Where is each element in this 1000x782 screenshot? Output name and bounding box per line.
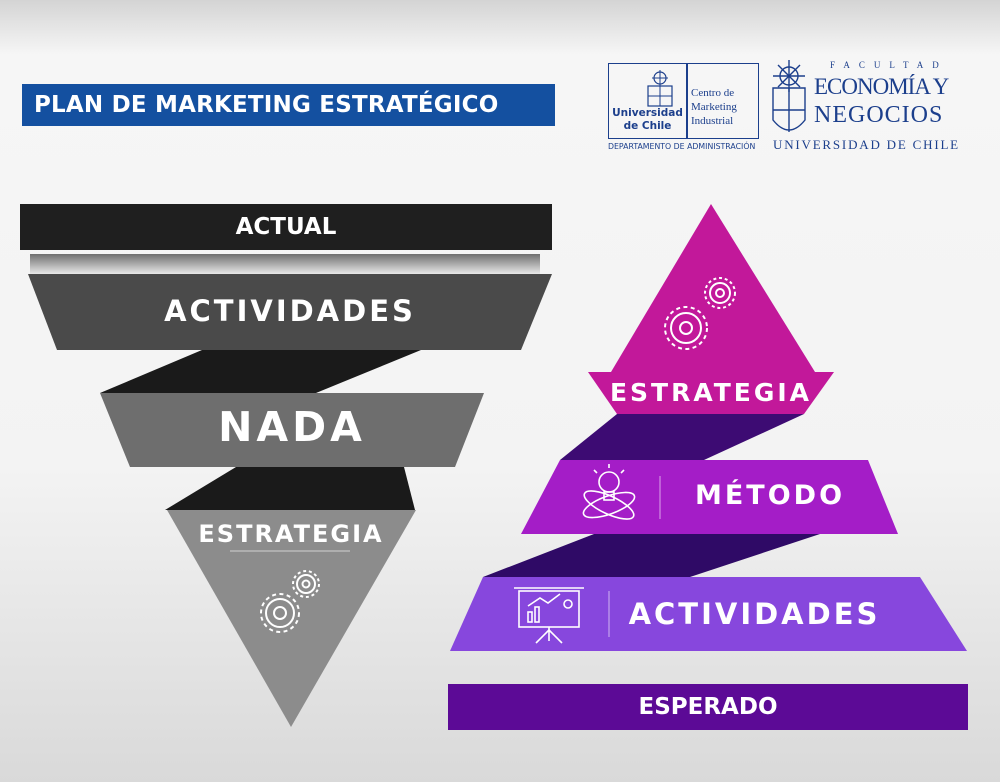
expected-level-actividades: ACTIVIDADES <box>628 597 881 631</box>
fen-line3: UNIVERSIDAD DE CHILE <box>773 137 960 152</box>
expected-level-estrategia: ESTRATEGIA <box>609 378 813 407</box>
presentation-chart-icon <box>514 587 584 644</box>
gears-icon <box>664 277 736 350</box>
esperado-label: ESPERADO <box>638 694 778 720</box>
estrategia-triangle-shape <box>167 510 416 727</box>
connector-shape-3 <box>560 414 804 460</box>
connector-shape-4 <box>483 534 820 577</box>
current-level-nada: NADA <box>218 403 366 451</box>
fen-crest <box>772 60 806 132</box>
fen-line2: NEGOCIOS <box>814 102 944 128</box>
uchile-seal <box>647 70 673 107</box>
actual-bar-shape <box>20 204 552 250</box>
current-level-actividades: ACTIVIDADES <box>164 294 416 328</box>
metodo-band-shape <box>521 460 898 534</box>
actual-label: ACTUAL <box>235 214 337 240</box>
page-title: PLAN DE MARKETING ESTRATÉGICO <box>22 84 555 126</box>
estrategia-band-shape <box>588 372 834 414</box>
cmi-logo-box: Centro de Marketing Industrial <box>686 63 759 139</box>
current-level-estrategia: ESTRATEGIA <box>198 520 384 548</box>
uchile-name: Universidad de Chile <box>612 107 683 132</box>
actual-bar-shadow <box>30 254 540 276</box>
gears-icon <box>260 570 320 633</box>
nada-band-shape <box>100 393 484 467</box>
fen-line1: ECONOMÍA Y <box>814 74 949 99</box>
department-label: DEPARTAMENTO DE ADMINISTRACIÓN <box>608 142 756 151</box>
connector-shape-1 <box>100 350 421 393</box>
cmi-name: Centro de Marketing Industrial <box>691 87 737 127</box>
actividades-band-shape <box>28 274 552 350</box>
estrategia-triangle-top-shape <box>611 204 815 372</box>
faculty-label: FACULTAD <box>830 60 948 70</box>
lightbulb-atom-icon <box>582 464 636 520</box>
uchile-logo-box: Universidad de Chile <box>608 63 688 139</box>
expected-level-metodo: MÉTODO <box>694 480 846 511</box>
connector-shape-2 <box>165 467 415 510</box>
esperado-bar-shape <box>448 684 968 730</box>
